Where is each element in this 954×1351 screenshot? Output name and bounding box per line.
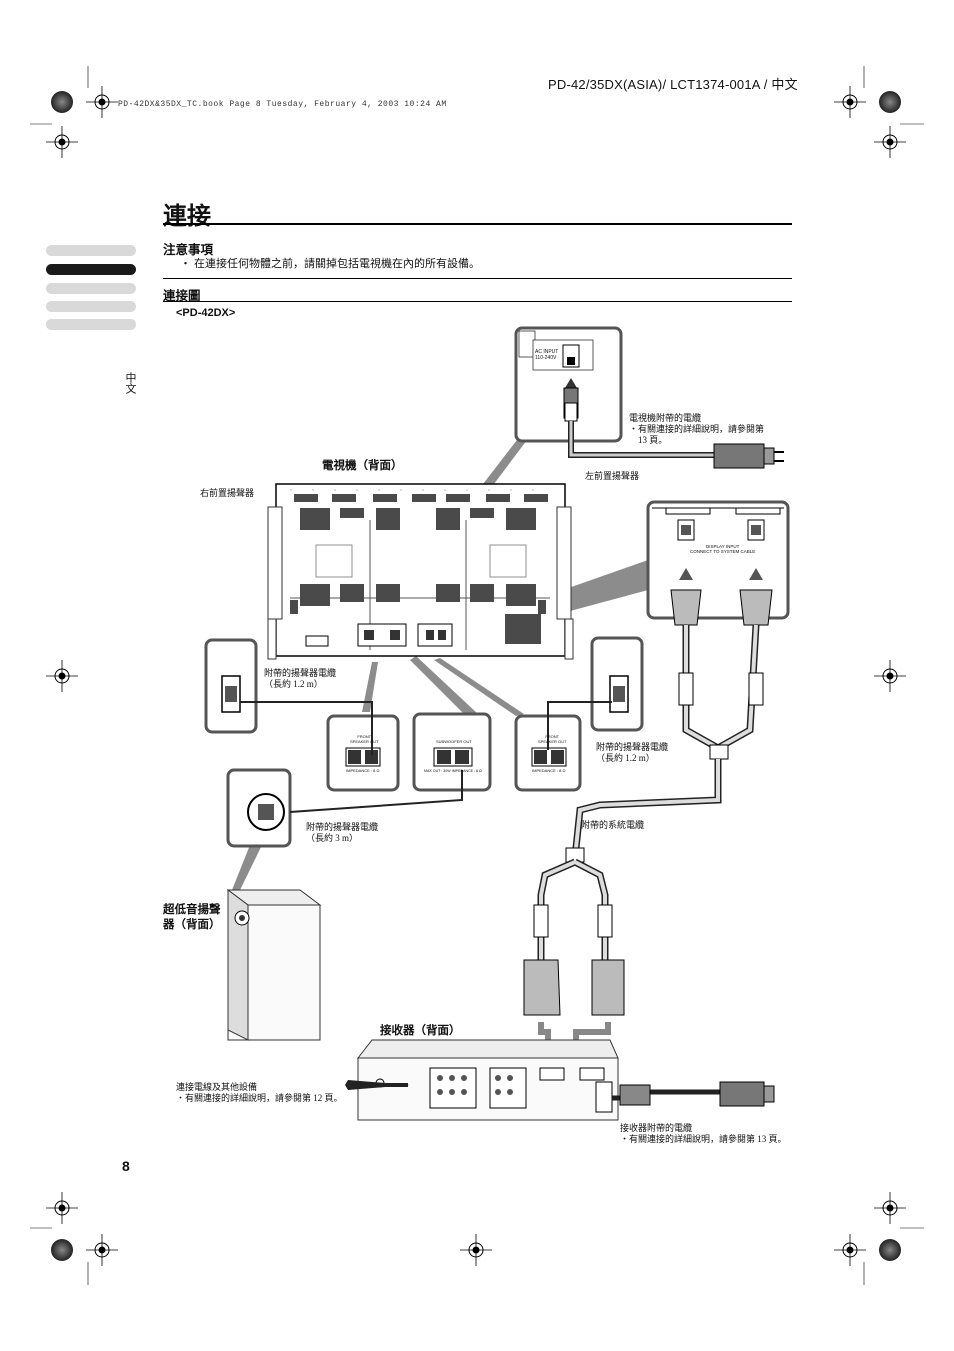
section-tab — [46, 245, 136, 256]
caution-bullet: ・ 在連接任何物體之前，請關掉包括電視機在內的所有設備。 — [180, 258, 481, 270]
other-devices-label: 連接電線及其他設備 ・有關連接的詳細說明，請參閱第 12 頁。 — [176, 1082, 343, 1103]
section-tab — [46, 319, 136, 330]
connect-note-label: CONNECT TO SYSTEM CABLE — [690, 549, 756, 554]
side-language-label: 中文 — [124, 372, 136, 394]
registration-marks — [30, 66, 924, 1285]
impedance-right: IMPEDANCE : 8 Ω — [532, 768, 566, 773]
front-speaker-out-right: FRONT SPEAKER OUT — [538, 734, 567, 744]
title-rule — [163, 223, 792, 225]
section-rule — [163, 278, 792, 279]
book-file-line: PD-42DX&35DX_TC.book Page 8 Tuesday, Feb… — [118, 100, 447, 109]
left-speaker-label: 左前置揚聲器 — [585, 471, 640, 481]
impedance-left: IMPEDANCE : 8 Ω — [346, 768, 380, 773]
display-input-callout — [646, 500, 790, 626]
display-input-label: DISPLAY INPUT — [706, 544, 740, 549]
speaker-cable-short-label: 附帶的揚聲器電纜 （長約 1.2 m） — [264, 668, 337, 689]
tv-power-cord-label: 電視機附帶的電纜 ・有關連接的詳細說明，請參閱第 13 頁。 — [629, 413, 765, 445]
speaker-cable-short-right-label: 附帶的揚聲器電纜 （長約 1.2 m） — [596, 742, 669, 763]
ac-input-callout — [514, 326, 784, 469]
subwoofer-out-label: SUBWOOFER OUT — [436, 739, 472, 744]
subwoofer-back-label: 超低音揚聲 器（背面） — [163, 904, 221, 931]
system-cable-label: 附帶的系統電纜 — [581, 820, 645, 830]
caution-heading: 注意事項 — [163, 243, 214, 257]
section-tab — [46, 301, 136, 312]
diagram-heading: 連接圖 — [163, 289, 201, 303]
receiver-back-label: 接收器（背面） — [380, 1025, 461, 1037]
receiver-rear — [345, 1039, 775, 1121]
max-out-label: MAX OUT : 30W IMPEDANCE : 8 Ω — [424, 769, 482, 773]
tv-rear-panel — [267, 483, 574, 660]
tv-back-label: 電視機（背面） — [322, 460, 403, 472]
page-number: 8 — [122, 1158, 130, 1174]
subwoofer-box — [226, 889, 322, 1041]
ac-voltage-label: 110-240V — [535, 355, 557, 361]
front-speaker-out-left: FRONT SPEAKER OUT — [350, 734, 379, 744]
speaker-cable-long-label: 附帶的揚聲器電纜 （長約 3 m） — [306, 822, 379, 843]
document-id: PD-42/35DX(ASIA)/ LCT1374-001A / 中文 — [548, 77, 798, 92]
speaker-terminals — [221, 675, 629, 831]
system-cable — [523, 624, 764, 1066]
receiver-power-cord-label: 接收器附帶的電纜 ・有關連接的詳細說明，請參閱第 13 頁。 — [620, 1123, 787, 1144]
model-label: <PD-42DX> — [176, 307, 236, 319]
section-tab-active — [46, 264, 136, 275]
right-speaker-label: 右前置揚聲器 — [200, 488, 255, 498]
page-title: 連接 — [163, 203, 211, 230]
diagram-rule — [163, 301, 792, 302]
ac-input-label: AC INPUT — [535, 349, 559, 355]
section-tab — [46, 283, 136, 294]
